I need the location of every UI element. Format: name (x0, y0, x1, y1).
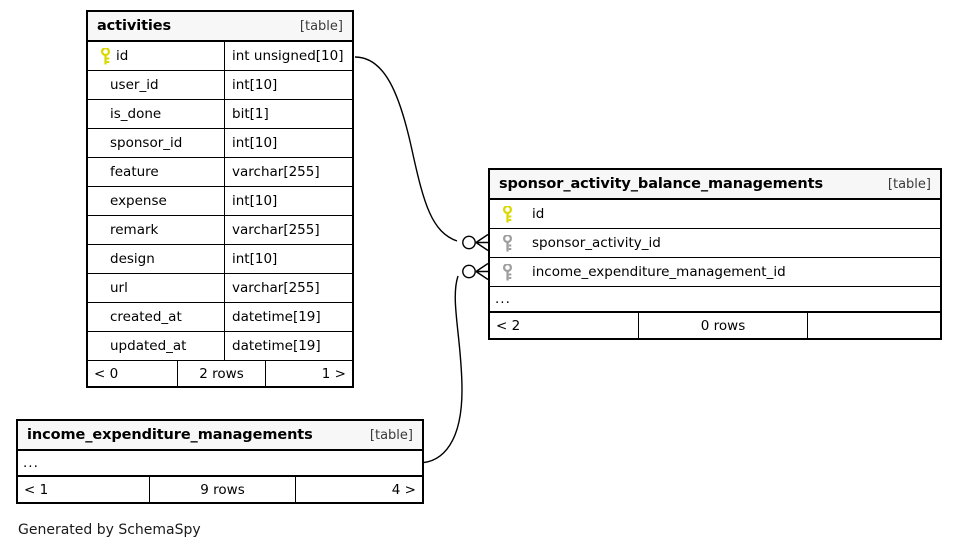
table-row[interactable]: url varchar[255] (88, 274, 352, 303)
column-name-cell: feature (88, 158, 224, 186)
generated-by-label: Generated by SchemaSpy (18, 522, 201, 538)
table-row[interactable]: feature varchar[255] (88, 158, 352, 187)
table-row[interactable]: income_expenditure_management_id (490, 258, 940, 287)
column-name: sponsor_id (110, 135, 183, 151)
table-header-activities: activities [table] (88, 12, 352, 42)
column-name-cell: created_at (88, 303, 224, 331)
relationship-activities-to-sponsor-activity-id (354, 56, 489, 252)
column-name: id (532, 206, 545, 222)
prev-page-button[interactable]: < 0 (94, 365, 119, 382)
column-name-cell: id (490, 200, 940, 228)
table-header-income-expenditure-managements: income_expenditure_managements [table] (18, 421, 422, 451)
column-name-cell: sponsor_activity_id (490, 229, 940, 257)
column-name: design (110, 251, 155, 267)
table-title: income_expenditure_managements (27, 427, 313, 443)
table-row[interactable]: sponsor_activity_id (490, 229, 940, 258)
table-row[interactable]: design int[10] (88, 245, 352, 274)
column-type: varchar[255] (224, 274, 352, 302)
next-page-button[interactable]: 1 > (321, 365, 346, 382)
column-type: varchar[255] (224, 158, 352, 186)
table-tag: [table] (887, 176, 931, 192)
column-name: user_id (110, 77, 159, 93)
column-name-cell: expense (88, 187, 224, 215)
prev-page-button[interactable]: < 2 (496, 317, 521, 334)
column-type: int[10] (224, 129, 352, 157)
prev-page-button[interactable]: < 1 (24, 481, 49, 498)
column-name-cell: remark (88, 216, 224, 244)
column-name-cell: is_done (88, 100, 224, 128)
column-name: url (110, 280, 128, 296)
column-name: created_at (110, 309, 182, 325)
table-row[interactable]: sponsor_id int[10] (88, 129, 352, 158)
column-name-cell: id (88, 42, 224, 70)
table-title: sponsor_activity_balance_managements (499, 176, 823, 192)
table-footer-activities: < 0 2 rows 1 > (88, 361, 352, 386)
table-row[interactable]: is_done bit[1] (88, 100, 352, 129)
table-row[interactable]: expense int[10] (88, 187, 352, 216)
column-name-cell: income_expenditure_management_id (490, 258, 940, 286)
table-row[interactable]: id (490, 200, 940, 229)
key-icon (496, 263, 518, 281)
table-income-expenditure-managements[interactable]: income_expenditure_managements [table] .… (16, 419, 424, 504)
column-name: id (116, 48, 129, 64)
more-columns-ellipsis[interactable]: ... (490, 287, 940, 313)
column-name-cell: user_id (88, 71, 224, 99)
row-count: 0 rows (638, 313, 808, 338)
table-row[interactable]: id int unsigned[10] (88, 42, 352, 71)
column-name: income_expenditure_management_id (532, 264, 786, 280)
key-icon (496, 205, 518, 223)
key-icon (496, 234, 518, 252)
table-sponsor-activity-balance-managements[interactable]: sponsor_activity_balance_managements [ta… (488, 168, 942, 340)
table-row[interactable]: remark varchar[255] (88, 216, 352, 245)
table-title: activities (97, 18, 172, 34)
column-type: datetime[19] (224, 332, 352, 360)
table-row[interactable]: user_id int[10] (88, 71, 352, 100)
table-row[interactable]: created_at datetime[19] (88, 303, 352, 332)
column-type: int[10] (224, 245, 352, 273)
column-name-cell: url (88, 274, 224, 302)
column-type: int[10] (224, 187, 352, 215)
table-row[interactable]: updated_at datetime[19] (88, 332, 352, 361)
next-page-button[interactable] (808, 313, 940, 338)
column-type: int[10] (224, 71, 352, 99)
next-page-button[interactable]: 4 > (391, 481, 416, 498)
column-name-cell: design (88, 245, 224, 273)
column-name: updated_at (110, 338, 187, 354)
column-name: expense (110, 193, 167, 209)
table-activities[interactable]: activities [table] id int unsigned[10] (86, 10, 354, 388)
more-columns-ellipsis[interactable]: ... (18, 451, 422, 477)
table-tag: [table] (369, 427, 413, 443)
table-footer-income-expenditure-managements: < 1 9 rows 4 > (18, 477, 422, 502)
key-icon (94, 47, 116, 65)
column-type: varchar[255] (224, 216, 352, 244)
column-name: feature (110, 164, 159, 180)
column-name-cell: sponsor_id (88, 129, 224, 157)
column-name: remark (110, 222, 159, 238)
column-type: datetime[19] (224, 303, 352, 331)
column-name: sponsor_activity_id (532, 235, 661, 251)
row-count: 2 rows (177, 361, 266, 386)
row-count: 9 rows (149, 477, 296, 502)
table-header-sponsor-activity-balance-managements: sponsor_activity_balance_managements [ta… (490, 170, 940, 200)
column-type: int unsigned[10] (224, 42, 352, 70)
column-type: bit[1] (224, 100, 352, 128)
table-tag: [table] (299, 18, 343, 34)
table-footer-sponsor-activity-balance-managements: < 2 0 rows (490, 313, 940, 338)
column-name-cell: updated_at (88, 332, 224, 360)
column-name: is_done (110, 106, 162, 122)
